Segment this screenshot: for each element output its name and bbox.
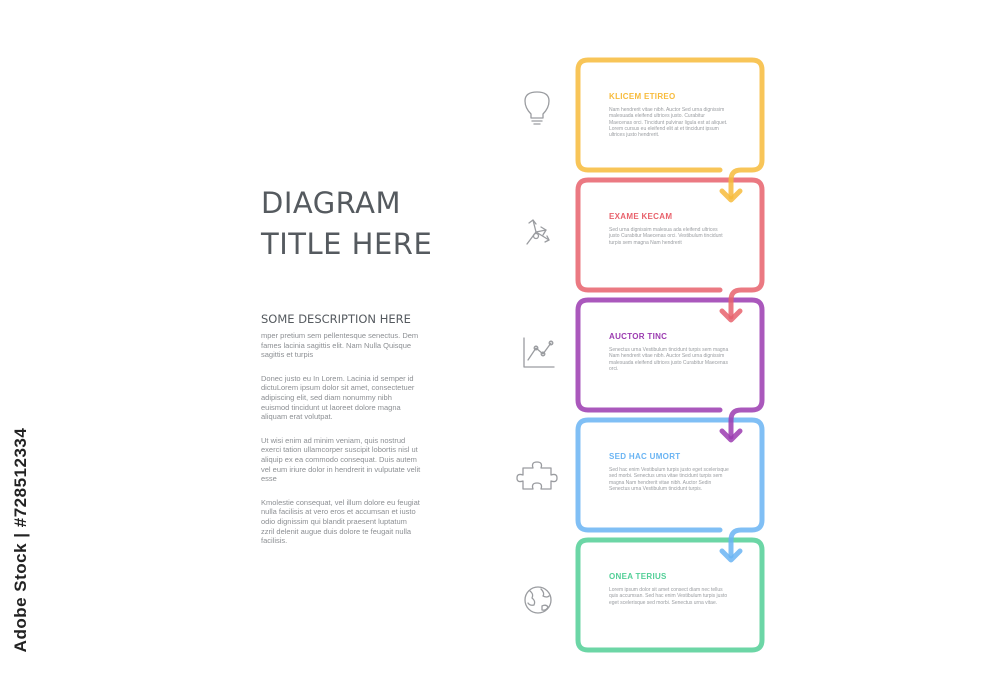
step-frame-1-border	[575, 57, 765, 200]
step-4-text: SED HAC UMORT Sed hac enim Vestibulum tu…	[609, 452, 729, 492]
step-5-body: Lorem ipsum dolor sit amet consect diam …	[609, 587, 728, 606]
step-frame-2	[575, 177, 765, 323]
growth-arrows-icon	[526, 219, 550, 245]
step-arrow-2	[719, 308, 743, 323]
step-frame-2-border	[575, 177, 765, 320]
step-4-title: SED HAC UMORT	[609, 452, 681, 461]
lightbulb-icon	[524, 91, 550, 125]
step-2-text: EXAME KECAM Sed urna dignissim malesua a…	[609, 212, 729, 246]
description-paragraph-4: Kmolestie consequat, vel illum dolore eu…	[261, 497, 420, 546]
step-frame-3	[575, 297, 765, 443]
title-line-1: DIAGRAM	[261, 186, 402, 220]
step-frame-5-border	[575, 537, 765, 653]
step-3-text: AUCTOR TINC Senectus urna Vestibulum tin…	[609, 332, 729, 372]
step-2-body: Sed urna dignissim malesua ada eleifend …	[609, 227, 723, 246]
step-3-title: AUCTOR TINC	[609, 332, 668, 341]
step-arrow-3	[719, 428, 743, 443]
line-chart-icon	[523, 337, 555, 368]
step-frame-5	[575, 537, 765, 653]
step-1-body: Nam hendrerit vitae nibh. Auctor Sed urn…	[609, 107, 728, 139]
description-text: mper pretium sem pellentesque senectus. …	[261, 331, 421, 560]
globe-icon	[524, 586, 552, 614]
title-line-2: TITLE HERE	[261, 227, 433, 261]
description-paragraph-2: Donec justo eu In Lorem. Lacinia id semp…	[261, 373, 415, 422]
step-2-title: EXAME KECAM	[609, 212, 673, 221]
description-heading: SOME DESCRIPTION HERE	[261, 312, 411, 326]
step-frame-4-border	[575, 417, 765, 559]
step-1-title: KLICEM ETIREO	[609, 92, 676, 101]
step-arrow-4	[719, 548, 743, 563]
description-paragraph-3: Ut wisi enim ad minim veniam, quis nostr…	[261, 435, 421, 484]
step-arrow-1	[719, 188, 743, 203]
step-frame-1	[575, 57, 765, 203]
step-5-text: ONEA TERIUS Lorem ipsum dolor sit amet c…	[609, 572, 729, 606]
step-5-title: ONEA TERIUS	[609, 572, 667, 581]
step-1-text: KLICEM ETIREO Nam hendrerit vitae nibh. …	[609, 92, 729, 138]
description-paragraph-1: mper pretium sem pellentesque senectus. …	[261, 331, 419, 360]
step-4-body: Sed hac enim Vestibulum turpis justo ege…	[609, 467, 729, 492]
step-frame-3-border	[575, 297, 765, 440]
puzzle-piece-icon	[516, 461, 558, 490]
step-3-body: Senectus urna Vestibulum tincidunt turpi…	[609, 347, 729, 372]
step-frame-4	[575, 417, 765, 563]
diagram-title: DIAGRAM TITLE HERE	[261, 183, 481, 265]
